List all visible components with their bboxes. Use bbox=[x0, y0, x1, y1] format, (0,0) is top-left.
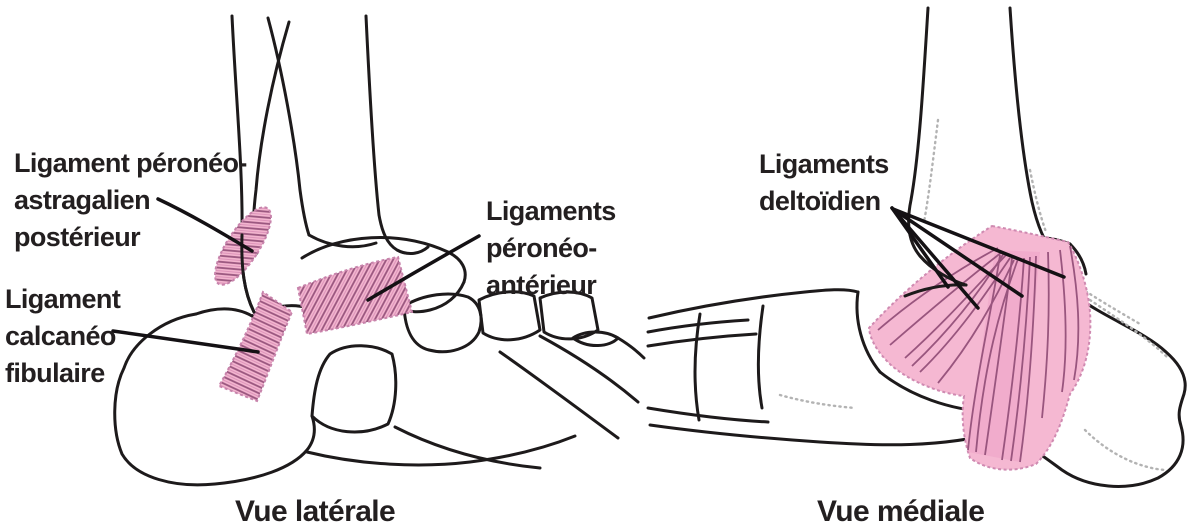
calcaneofibular-ligament-shape bbox=[217, 290, 294, 403]
lateral-navicular bbox=[402, 292, 483, 354]
leader-deltoid-2 bbox=[890, 206, 980, 310]
label-line: péronéo- bbox=[486, 233, 597, 263]
lateral-sole-line bbox=[305, 434, 577, 467]
label-line: Ligaments bbox=[759, 149, 889, 179]
medial-talus-arc bbox=[855, 290, 882, 374]
label-ligament-peroneo-astragalien-posterieur: Ligament péronéo- astragalien postérieur bbox=[14, 145, 247, 256]
medial-calcaneus bbox=[1000, 252, 1187, 488]
label-ligaments-deltoidien: Ligaments deltoïdien bbox=[759, 146, 889, 220]
lateral-tibia-bottom bbox=[307, 233, 378, 249]
medial-toe-line-top bbox=[646, 318, 750, 334]
lateral-cuboid bbox=[310, 344, 398, 434]
leader-anterior-talofibular bbox=[366, 234, 481, 302]
label-line: postérieur bbox=[14, 222, 141, 252]
medial-tibia-right-edge bbox=[1008, 6, 1056, 256]
medial-talus-overdraw bbox=[903, 283, 968, 298]
anterior-talofibular-ligament-shape bbox=[296, 255, 414, 336]
medial-dorsal-line bbox=[647, 288, 860, 320]
deltoid-fibers bbox=[877, 245, 1080, 463]
medial-toe-line-bottom bbox=[646, 406, 770, 424]
lateral-cuneiform-1 bbox=[477, 290, 542, 342]
label-line: deltoïdien bbox=[759, 186, 881, 216]
label-line: Ligaments bbox=[486, 196, 616, 226]
lateral-tibia-right-edge bbox=[364, 14, 430, 256]
lateral-metatarsal-1 bbox=[538, 334, 640, 404]
caption-lateral-view: Vue latérale bbox=[235, 495, 396, 528]
label-line: Ligament bbox=[5, 284, 121, 314]
label-line: antérieur bbox=[486, 270, 597, 300]
lateral-calcaneus-top bbox=[194, 307, 254, 318]
label-ligament-calcaneo-fibulaire: Ligament calcanéo fibulaire bbox=[5, 281, 121, 392]
medial-navicular-joint bbox=[756, 304, 765, 410]
label-line: calcanéo bbox=[5, 321, 116, 351]
label-line: Ligament péronéo- bbox=[14, 148, 247, 178]
label-ligaments-peroneo-anterieur: Ligaments péronéo- antérieur bbox=[486, 193, 616, 304]
lateral-cuneiform-2 bbox=[538, 290, 600, 341]
medial-heel-joint bbox=[1068, 242, 1088, 276]
lateral-toe-line bbox=[616, 336, 646, 360]
caption-medial-view: Vue médiale bbox=[817, 495, 985, 528]
leader-calcaneofibular bbox=[111, 329, 260, 354]
lateral-metatarsal-2 bbox=[498, 350, 620, 440]
label-line: astragalien bbox=[14, 185, 151, 215]
deltoid-central-band bbox=[968, 250, 1040, 462]
leader-lines bbox=[111, 197, 1066, 354]
medial-sole-line bbox=[648, 423, 1002, 447]
lateral-tibia-left-edge bbox=[266, 16, 311, 237]
leader-deltoid-4 bbox=[891, 207, 1066, 279]
lateral-sole-line-2 bbox=[393, 425, 542, 470]
medial-toe-line-mid bbox=[646, 332, 758, 348]
leader-posterior-talofibular bbox=[156, 197, 254, 253]
label-line: fibulaire bbox=[5, 358, 105, 388]
ligaments bbox=[214, 206, 1092, 471]
leader-deltoid-3 bbox=[891, 207, 1024, 298]
lateral-calcaneus bbox=[113, 312, 316, 487]
medial-cuneiform-joint bbox=[693, 312, 702, 422]
lateral-talar-dome bbox=[300, 236, 467, 284]
